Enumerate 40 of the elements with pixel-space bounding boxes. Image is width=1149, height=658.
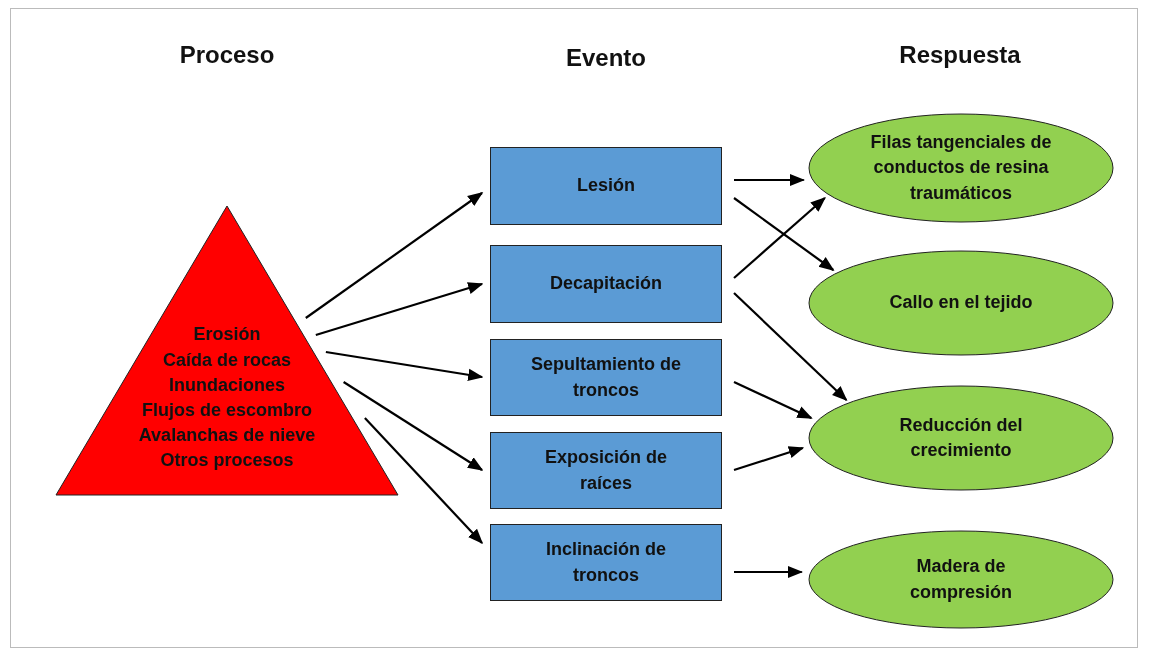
arrow xyxy=(305,192,484,319)
node-text: Callo en el tejido xyxy=(889,291,1033,315)
node-text: Madera de compresión xyxy=(909,555,1013,604)
event-box xyxy=(490,245,722,323)
arrow xyxy=(733,197,826,279)
arrow xyxy=(734,173,806,187)
node-text: Decapitación xyxy=(549,272,662,296)
process-name: Otros procesos xyxy=(160,449,294,473)
node-text: Reducción del crecimiento xyxy=(898,413,1024,462)
process-name: Flujos de escombro xyxy=(141,399,312,422)
response-ellipse xyxy=(808,530,1114,629)
column-heading: Evento xyxy=(566,44,646,72)
column-heading: Proceso xyxy=(179,41,275,69)
arrow xyxy=(315,282,484,337)
event-box xyxy=(490,432,722,509)
process-triangle xyxy=(55,205,399,496)
event-box xyxy=(490,147,722,225)
node-text: Inclinación de troncos xyxy=(545,538,667,587)
arrow xyxy=(733,381,813,419)
node-text: Sepultamiento de troncos xyxy=(530,353,682,402)
arrow xyxy=(364,417,484,545)
event-box xyxy=(490,339,722,416)
arrow xyxy=(733,292,848,402)
arrow xyxy=(733,446,805,472)
node-text: Filas tangenciales de conductos de resina traumáticos xyxy=(869,131,1053,205)
process-name: Erosión xyxy=(193,323,261,347)
process-name: Caída de rocas xyxy=(162,348,292,372)
process-name: Avalanchas de nieve xyxy=(138,424,316,448)
node-text: Lesión xyxy=(577,174,635,198)
arrow xyxy=(343,381,484,471)
event-box xyxy=(490,524,722,601)
response-ellipse xyxy=(808,385,1114,491)
response-ellipse xyxy=(808,250,1114,356)
arrow xyxy=(733,197,835,271)
process-name: Inundaciones xyxy=(169,373,285,397)
arrow xyxy=(325,350,484,381)
node-text: Exposición de raíces xyxy=(544,446,668,495)
arrow xyxy=(734,565,804,579)
response-ellipse xyxy=(808,113,1114,223)
column-heading: Respuesta xyxy=(899,41,1021,69)
